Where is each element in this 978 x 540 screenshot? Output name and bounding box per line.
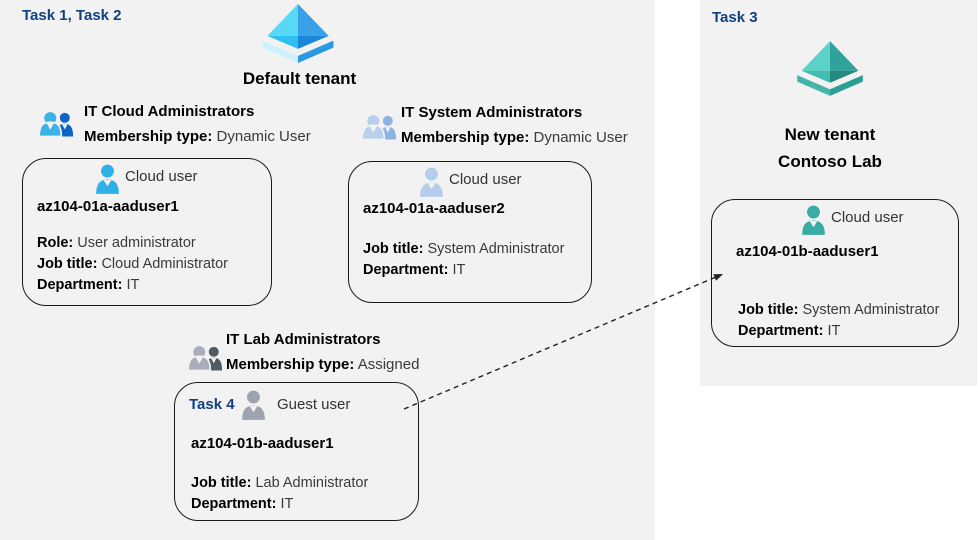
attr-department: Department: IT	[363, 262, 466, 278]
group-name: IT System Administrators	[401, 104, 583, 121]
default-tenant-panel	[0, 0, 655, 540]
group-name: IT Lab Administrators	[226, 331, 381, 348]
new-tenant-icon	[797, 41, 863, 96]
user-type-label: Cloud user	[125, 168, 198, 185]
group-icon	[38, 110, 74, 137]
user-attributes: Job title: System Administrator Departme…	[363, 239, 564, 281]
guest-user-icon	[242, 390, 265, 420]
new-tenant-title: New tenant Contoso Lab	[740, 121, 920, 175]
attr-job-title: Job title: Lab Administrator	[191, 475, 369, 491]
attr-job-title: Job title: System Administrator	[363, 241, 565, 257]
group-membership: Membership type: Assigned	[226, 356, 420, 373]
user-attributes: Role: User administrator Job title: Clou…	[37, 233, 228, 296]
task-1-2-label: Task 1, Task 2	[22, 7, 122, 24]
user-attributes: Job title: Lab Administrator Department:…	[191, 473, 368, 515]
username: az104-01b-aaduser1	[191, 435, 334, 452]
user-attributes: Job title: System Administrator Departme…	[738, 300, 939, 342]
attr-department: Department: IT	[191, 496, 294, 512]
cloud-user-icon	[96, 164, 119, 194]
user-card-aaduser2: Cloud user az104-01a-aaduser2 Job title:…	[348, 161, 592, 303]
username: az104-01a-aaduser1	[37, 198, 179, 215]
user-type-label: Guest user	[277, 396, 351, 413]
task-3-label: Task 3	[712, 9, 758, 26]
user-card-aaduser1: Cloud user az104-01a-aaduser1 Role: User…	[22, 158, 272, 306]
cloud-user-icon	[420, 167, 443, 197]
attr-job-title: Job title: Cloud Administrator	[37, 256, 228, 272]
group-icon	[187, 344, 223, 371]
user-card-aaduser1-new-tenant: Cloud user az104-01b-aaduser1 Job title:…	[711, 199, 959, 347]
group-membership: Membership type: Dynamic User	[401, 129, 628, 146]
azure-ad-tenant-icon	[262, 4, 334, 63]
new-tenant-title-line1: New tenant	[784, 125, 876, 144]
default-tenant-title: Default tenant	[242, 69, 357, 88]
attr-department: Department: IT	[738, 323, 841, 339]
username: az104-01a-aaduser2	[363, 200, 505, 217]
attr-job-title: Job title: System Administrator	[738, 302, 940, 318]
username: az104-01b-aaduser1	[736, 243, 879, 260]
attr-department: Department: IT	[37, 277, 140, 293]
task-4-label: Task 4	[189, 396, 235, 413]
attr-role: Role: User administrator	[37, 235, 196, 251]
group-name: IT Cloud Administrators	[84, 103, 255, 120]
new-tenant-title-line2: Contoso Lab	[778, 152, 882, 171]
cloud-user-icon	[802, 205, 825, 235]
guest-user-card-aaduser1: Task 4 Guest user az104-01b-aaduser1 Job…	[174, 382, 419, 521]
user-type-label: Cloud user	[831, 209, 904, 226]
group-membership: Membership type: Dynamic User	[84, 128, 311, 145]
group-icon	[361, 113, 397, 140]
user-type-label: Cloud user	[449, 171, 522, 188]
